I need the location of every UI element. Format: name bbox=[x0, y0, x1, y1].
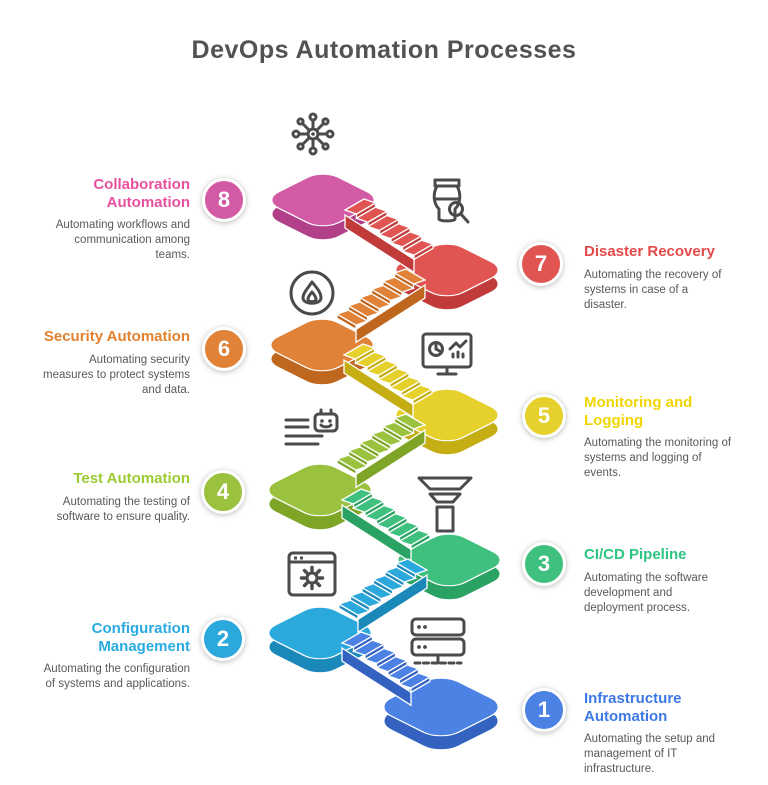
step-block-5: Monitoring and Logging Automating the mo… bbox=[584, 394, 732, 481]
step-number: 8 bbox=[217, 187, 231, 212]
step-block-8: Collaboration Automation Automating work… bbox=[40, 176, 190, 263]
step-number: 5 bbox=[537, 403, 551, 428]
step-badge-8: 8 bbox=[202, 178, 246, 222]
network-icon bbox=[283, 104, 343, 164]
step-number: 6 bbox=[217, 336, 231, 361]
step-title: Infrastructure Automation bbox=[584, 690, 682, 725]
step-title: Configuration Management bbox=[91, 620, 190, 655]
step-block-7: Disaster Recovery Automating the recover… bbox=[584, 243, 732, 313]
step-description: Automating security measures to protect … bbox=[43, 353, 190, 396]
step-badge-5: 5 bbox=[522, 394, 566, 438]
step-block-4: Test Automation Automating the testing o… bbox=[40, 470, 190, 525]
step-title: Security Automation bbox=[43, 328, 190, 345]
checklist-bot-icon bbox=[282, 405, 342, 459]
step-number: 3 bbox=[537, 551, 551, 576]
window-gear-icon bbox=[282, 546, 342, 602]
step-description: Automating the software development and … bbox=[584, 571, 709, 614]
step-title: Test Automation bbox=[73, 470, 190, 487]
step-block-2: Configuration Management Automating the … bbox=[40, 620, 190, 692]
step-title: Disaster Recovery bbox=[584, 243, 715, 260]
step-block-1: Infrastructure Automation Automating the… bbox=[584, 690, 732, 777]
step-number: 7 bbox=[534, 251, 548, 276]
step-description: Automating the recovery of systems in ca… bbox=[584, 268, 722, 311]
step-block-6: Security Automation Automating security … bbox=[40, 328, 190, 398]
step-badge-3: 3 bbox=[522, 542, 566, 586]
step-title: Collaboration Automation bbox=[93, 176, 190, 211]
step-description: Automating the configuration of systems … bbox=[43, 663, 190, 691]
step-description: Automating the testing of software to en… bbox=[56, 495, 190, 523]
step-description: Automating the setup and management of I… bbox=[584, 733, 716, 776]
server-icon bbox=[406, 615, 470, 669]
step-number: 4 bbox=[216, 479, 230, 504]
step-badge-7: 7 bbox=[519, 242, 563, 286]
step-badge-4: 4 bbox=[201, 470, 245, 514]
step-number: 1 bbox=[537, 697, 551, 722]
page-title: DevOps Automation Processes bbox=[191, 36, 577, 64]
step-badge-1: 1 bbox=[522, 688, 566, 732]
monitor-chart-icon bbox=[417, 326, 477, 384]
flame-icon bbox=[282, 263, 342, 323]
step-block-3: CI/CD Pipeline Automating the software d… bbox=[584, 546, 732, 616]
funnel-icon bbox=[415, 475, 475, 537]
step-title: CI/CD Pipeline bbox=[584, 546, 687, 563]
step-description: Automating workflows and communication a… bbox=[55, 219, 190, 262]
backup-search-icon bbox=[417, 176, 477, 238]
step-description: Automating the monitoring of systems and… bbox=[584, 437, 732, 480]
step-number: 2 bbox=[216, 626, 230, 651]
step-title: Monitoring and Logging bbox=[584, 394, 693, 429]
step-badge-2: 2 bbox=[201, 617, 245, 661]
step-badge-6: 6 bbox=[202, 327, 246, 371]
